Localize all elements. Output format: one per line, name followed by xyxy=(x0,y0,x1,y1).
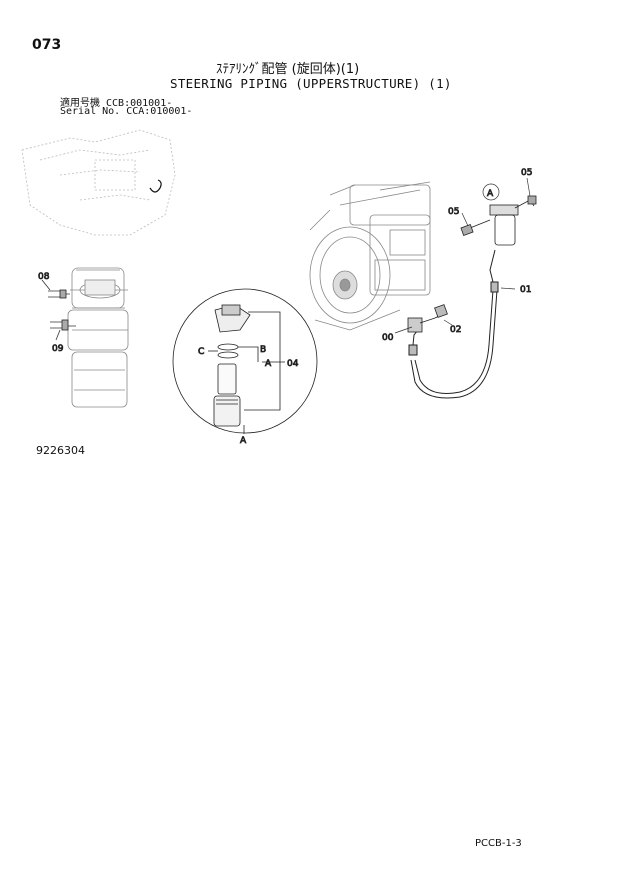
page-number: 073 xyxy=(32,37,62,53)
footer-code: PCCB-1-3 xyxy=(475,838,522,849)
serial-range-japanese: 適用号機 CCB:001001- xyxy=(60,98,173,109)
callout-a-top: A xyxy=(487,189,494,199)
callout-leaders xyxy=(394,177,531,334)
swing-motor-assembly xyxy=(67,267,129,408)
callout-05-left: 05 xyxy=(448,207,459,217)
filter-detail-view xyxy=(172,288,318,434)
callout-00: 00 xyxy=(382,333,394,343)
page-title-japanese: ｽﾃｱﾘﾝｸﾞ配管 (旋回体)(1) xyxy=(216,62,360,77)
upper-left-machine-sketch xyxy=(21,129,176,236)
callout-05-top: 05 xyxy=(521,168,532,178)
pump-engine-assembly xyxy=(309,181,431,331)
callout-02: 02 xyxy=(450,325,461,335)
upper-left-hose-sketch xyxy=(149,179,162,193)
part-08-fitting xyxy=(41,279,70,299)
tee-fitting xyxy=(407,304,448,333)
callout-04: 04 xyxy=(287,359,299,369)
callout-08: 08 xyxy=(38,272,50,282)
steering-filter-assembly xyxy=(460,195,537,246)
callout-09: 09 xyxy=(52,344,64,354)
page-title-english: STEERING PIPING (UPPERSTRUCTURE) (1) xyxy=(170,76,452,91)
serial-range-english: Serial No. CCA:010001- xyxy=(60,106,193,117)
part-09-fitting xyxy=(50,319,76,341)
callout-a-bottom: A xyxy=(240,436,247,446)
drawing-number: 9226304 xyxy=(36,444,85,457)
callout-01: 01 xyxy=(520,285,531,295)
callout-b: B xyxy=(260,345,266,355)
callout-c: C xyxy=(198,347,204,357)
callout-a-detail: A xyxy=(265,359,272,369)
steering-hose xyxy=(408,249,499,399)
